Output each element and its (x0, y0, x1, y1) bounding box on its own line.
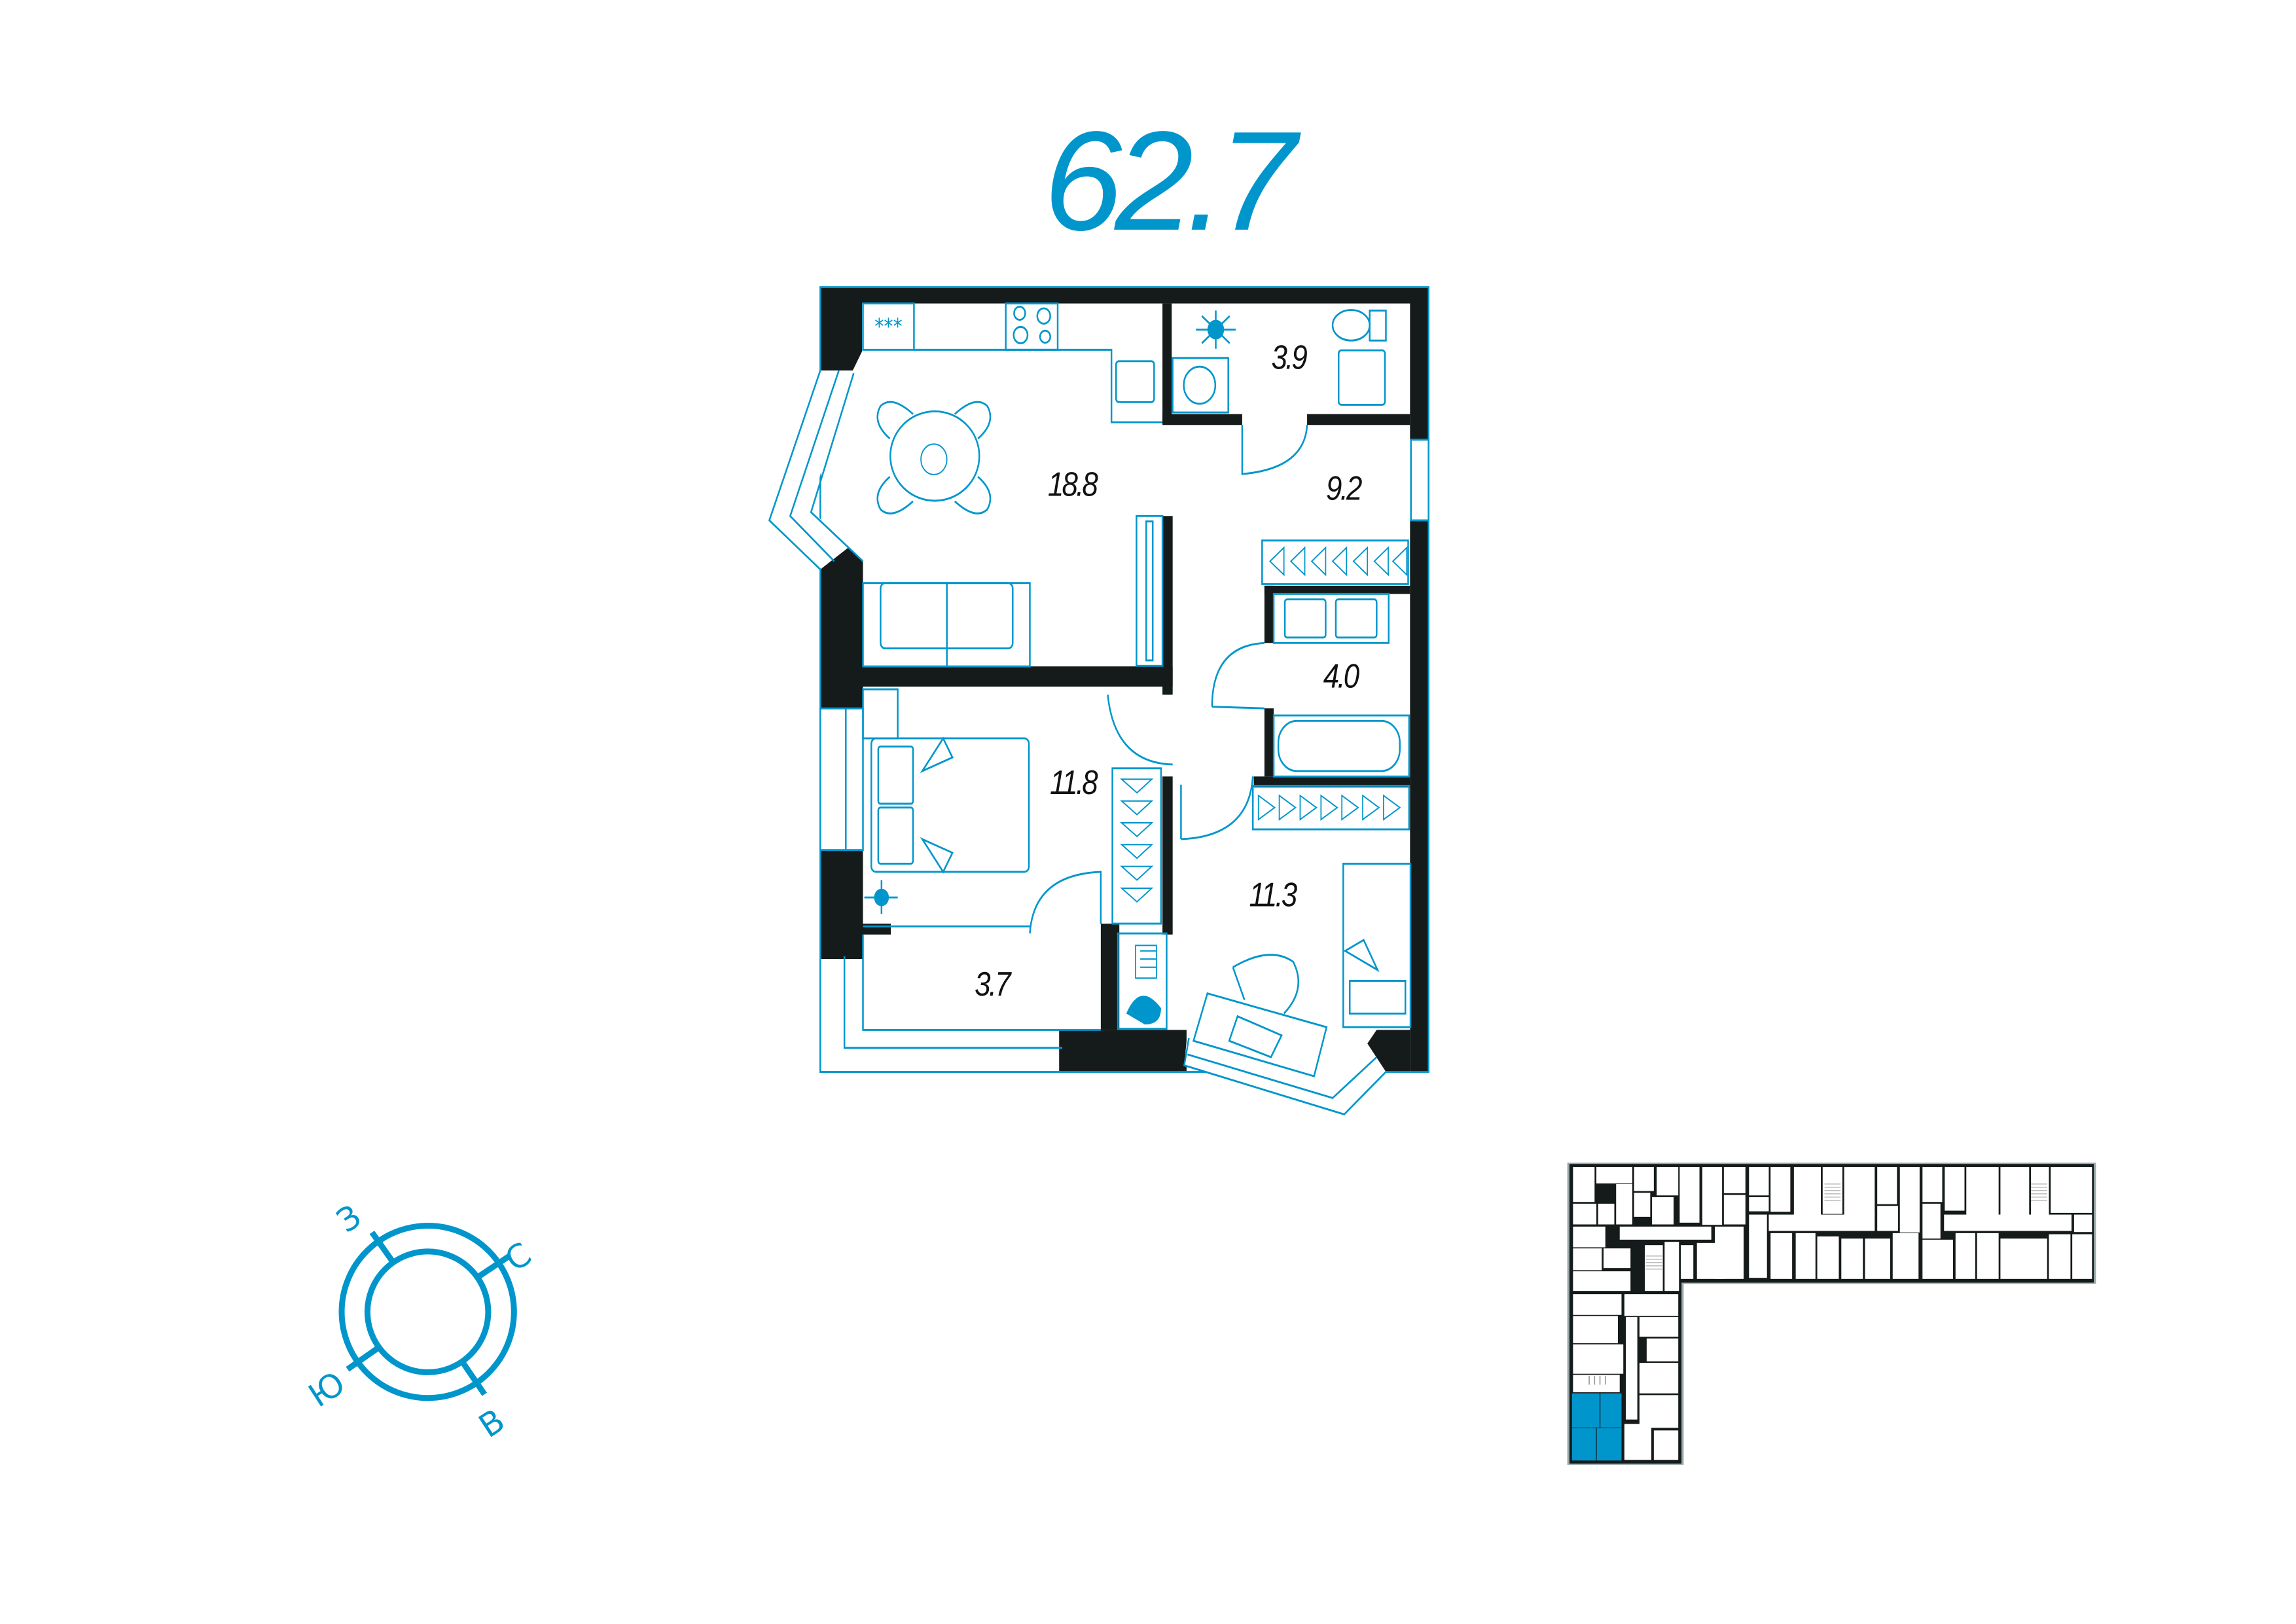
door-loggia (1029, 871, 1102, 934)
door-room (1180, 776, 1254, 840)
wardrobe-bedroom-icon (1111, 767, 1162, 925)
room-area-kitchen-living: 18.8 (1048, 466, 1098, 503)
windows (768, 370, 1429, 1116)
stairs-icon (1588, 1183, 2047, 1385)
walls (820, 287, 1429, 1072)
plant-icon (1196, 310, 1236, 349)
single-bed-icon (1342, 863, 1412, 1028)
bath-sink-icon (1338, 349, 1386, 406)
fridge-icon (862, 302, 915, 351)
plan-outline (819, 286, 1429, 1073)
selected-apartment-highlight (1571, 1393, 1622, 1461)
stove-icon (1005, 302, 1059, 351)
chair-icon (1232, 954, 1299, 1015)
dining-table-icon (876, 401, 992, 514)
door-bathroom (1211, 641, 1265, 710)
toilet-icon (1331, 309, 1387, 342)
apartment-area-title: 62.7 (1043, 101, 1301, 260)
washing-machine-icon (1172, 357, 1229, 414)
room-area-hallway: 9.2 (1326, 470, 1362, 507)
compass-west: З (330, 1197, 368, 1240)
furniture: *** (862, 302, 1412, 1077)
double-sink-icon (1272, 592, 1390, 644)
room-area-loggia: 3.7 (975, 966, 1013, 1003)
room-area-bathroom: 4.0 (1323, 658, 1360, 695)
desk-icon (1192, 992, 1328, 1077)
sofa-icon (862, 582, 1031, 668)
tv-stand-icon (1136, 514, 1164, 667)
door-bath-small (1241, 425, 1308, 475)
wardrobe-hall-icon (1261, 539, 1409, 585)
compass-south: Ю (302, 1364, 351, 1415)
room-area-room: 11.3 (1249, 876, 1298, 914)
door-bedroom (1107, 695, 1173, 766)
kitchen-sink-icon (1115, 360, 1155, 403)
wardrobe-room-icon (1251, 784, 1410, 831)
storage-icon (1117, 932, 1168, 1030)
room-area-bathroom-small: 3.9 (1271, 339, 1307, 376)
floor-keyplan (1567, 1163, 2096, 1465)
bathtub-icon (1272, 714, 1410, 778)
bed-icon (870, 736, 1030, 874)
compass: З С Ю В (302, 1197, 538, 1445)
fridge-mark: *** (874, 314, 902, 340)
room-area-bedroom: 11.8 (1050, 765, 1098, 802)
room-labels: 18.8 3.9 9.2 4.0 11.8 11.3 3.7 (975, 339, 1364, 1003)
plant-icon-bedroom (864, 880, 898, 914)
floor-plan: *** (768, 286, 1429, 1116)
compass-east: В (472, 1401, 511, 1445)
